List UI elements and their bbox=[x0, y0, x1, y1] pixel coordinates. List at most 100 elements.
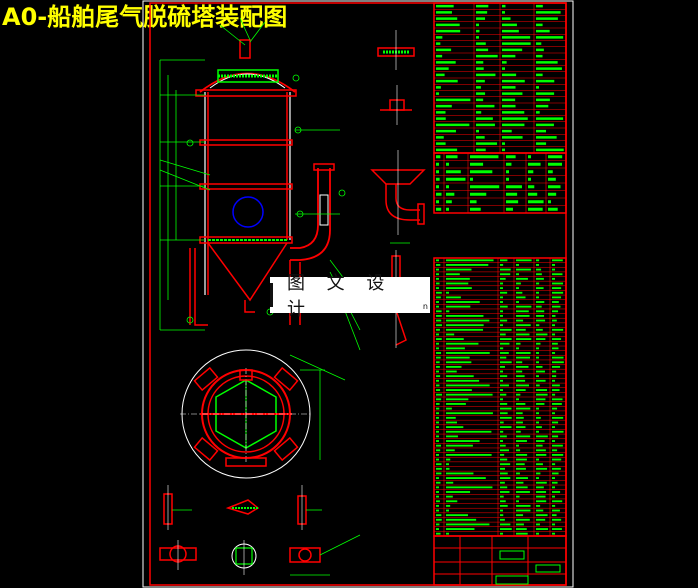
table-cell-text bbox=[446, 514, 468, 517]
table-cell-text bbox=[552, 426, 555, 429]
table-cell-text bbox=[536, 287, 544, 290]
table-cell-text bbox=[446, 347, 465, 350]
table-cell-text bbox=[516, 287, 519, 290]
table-cell-text bbox=[436, 67, 449, 70]
table-cell-text bbox=[476, 79, 485, 83]
table-cell-text bbox=[502, 4, 506, 8]
table-cell-text bbox=[446, 365, 462, 368]
table-cell-text bbox=[502, 42, 531, 45]
table-cell-text bbox=[536, 532, 539, 535]
table-cell-text bbox=[436, 518, 442, 521]
table-cell-text bbox=[502, 117, 528, 120]
table-cell-text bbox=[446, 477, 486, 480]
table-cell-text bbox=[536, 104, 549, 108]
table-cell-text bbox=[536, 463, 543, 466]
table-cell-text bbox=[528, 155, 531, 159]
table-cell-text bbox=[446, 268, 472, 271]
table-cell-text bbox=[446, 403, 466, 405]
table-cell-text bbox=[436, 458, 439, 461]
table-cell-text bbox=[500, 301, 503, 303]
table-cell-text bbox=[552, 403, 562, 405]
table-cell-text bbox=[446, 500, 458, 503]
table-cell-text bbox=[552, 291, 564, 294]
table-cell-text bbox=[536, 338, 546, 341]
table-cell-text bbox=[500, 365, 505, 368]
table-cell-text bbox=[516, 467, 526, 470]
table-cell-text bbox=[500, 319, 508, 322]
table-cell-text bbox=[500, 338, 512, 341]
table-cell-text bbox=[536, 73, 543, 77]
table-cell-text bbox=[436, 282, 440, 285]
table-cell-text bbox=[436, 277, 439, 280]
table-cell-text bbox=[446, 389, 472, 391]
table-cell-text bbox=[500, 463, 511, 466]
table-cell-text bbox=[552, 319, 557, 322]
table-cell-text bbox=[552, 430, 564, 433]
table-cell-text bbox=[436, 365, 440, 368]
tower-shell bbox=[189, 39, 335, 326]
table-cell-text bbox=[552, 277, 555, 280]
table-cell-text bbox=[446, 273, 460, 276]
table-cell-text bbox=[536, 352, 539, 354]
table-cell-text bbox=[436, 338, 442, 341]
table-cell-text bbox=[528, 162, 541, 166]
table-cell-text bbox=[436, 356, 441, 359]
table-cell-text bbox=[446, 342, 479, 345]
table-cell-text bbox=[516, 398, 519, 401]
table-cell-text bbox=[552, 282, 564, 285]
table-cell-text bbox=[536, 79, 555, 83]
table-cell-text bbox=[536, 518, 546, 521]
table-cell-text bbox=[436, 319, 442, 322]
table-cell-text bbox=[502, 54, 516, 58]
table-cell-text bbox=[500, 403, 508, 405]
table-cell-text bbox=[536, 17, 558, 20]
table-cell-text bbox=[552, 328, 564, 331]
table-cell-text bbox=[552, 472, 559, 475]
table-cell-text bbox=[516, 393, 521, 396]
table-cell-text bbox=[506, 162, 512, 166]
table-cell-text bbox=[446, 310, 450, 313]
table-cell-text bbox=[536, 449, 546, 452]
table-cell-text bbox=[536, 398, 546, 401]
table-cell-text bbox=[500, 398, 503, 401]
table-cell-text bbox=[552, 504, 556, 507]
table-cell-text bbox=[436, 453, 439, 456]
table-cell-text bbox=[436, 155, 441, 159]
table-cell-text bbox=[446, 370, 457, 373]
table-cell-text bbox=[502, 67, 505, 70]
table-cell-text bbox=[506, 185, 522, 189]
table-cell-text bbox=[436, 514, 442, 517]
table-cell-text bbox=[500, 356, 507, 359]
table-cell-text bbox=[446, 324, 484, 327]
table-cell-text bbox=[516, 314, 530, 317]
table-cell-text bbox=[436, 384, 440, 387]
table-cell-text bbox=[436, 426, 439, 429]
table-cell-text bbox=[536, 310, 545, 313]
table-cell-text bbox=[536, 268, 542, 271]
table-cell-text bbox=[552, 301, 559, 303]
table-cell-text bbox=[436, 123, 470, 127]
table-cell-text bbox=[552, 444, 563, 447]
table-cell-text bbox=[500, 389, 503, 391]
table-cell-text bbox=[536, 264, 539, 266]
table-cell-text bbox=[516, 328, 526, 331]
table-cell-text bbox=[552, 342, 558, 345]
table-cell-text bbox=[548, 192, 557, 196]
table-cell-text bbox=[436, 185, 439, 189]
table-cell-text bbox=[500, 268, 511, 271]
table-cell-text bbox=[446, 375, 474, 378]
table-cell-text bbox=[470, 155, 499, 159]
table-cell-text bbox=[516, 324, 531, 327]
table-cell-text bbox=[446, 407, 452, 410]
table-cell-text bbox=[436, 444, 441, 447]
table-cell-text bbox=[516, 282, 521, 285]
table-cell-text bbox=[446, 453, 492, 456]
table-cell-text bbox=[446, 449, 455, 452]
table-cell-text bbox=[446, 412, 493, 415]
table-cell-text bbox=[552, 365, 561, 368]
table-cell-text bbox=[536, 481, 547, 484]
table-cell-text bbox=[516, 305, 532, 308]
table-cell-text bbox=[506, 170, 509, 174]
table-cell-text bbox=[500, 314, 503, 317]
